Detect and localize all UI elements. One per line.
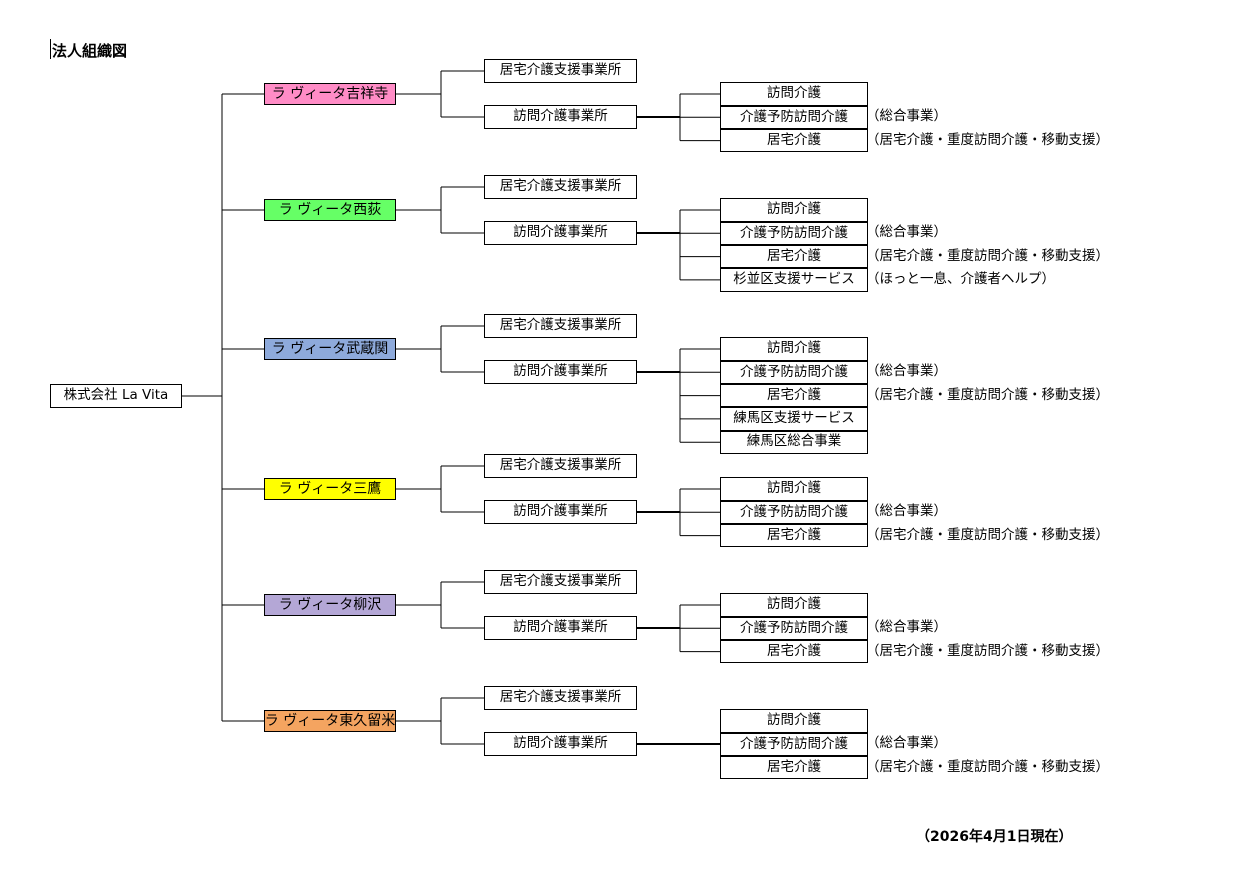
service-note: （居宅介護・重度訪問介護・移動支援） (866, 526, 1109, 543)
service-item: 訪問介護 (720, 709, 868, 733)
service-note: （居宅介護・重度訪問介護・移動支援） (866, 386, 1109, 403)
service-note: （総合事業） (866, 503, 947, 520)
office-kyotaku-support: 居宅介護支援事業所 (484, 686, 637, 710)
service-item: 介護予防訪問介護 (720, 500, 868, 524)
branch-mitaka: ラ ヴィータ三鷹 (264, 478, 396, 500)
office-home-care: 訪問介護事業所 (484, 500, 637, 524)
service-item: 訪問介護 (720, 337, 868, 361)
office-kyotaku-support: 居宅介護支援事業所 (484, 59, 637, 83)
page-title: 法人組織図 (52, 42, 128, 60)
office-kyotaku-support: 居宅介護支援事業所 (484, 175, 637, 199)
service-item: 杉並区支援サービス (720, 268, 868, 292)
service-item: 練馬区支援サービス (720, 407, 868, 431)
branch-yagisawa: ラ ヴィータ柳沢 (264, 594, 396, 616)
service-note: （総合事業） (866, 108, 947, 125)
service-item: 介護予防訪問介護 (720, 221, 868, 245)
branch-nishiogi: ラ ヴィータ西荻 (264, 199, 396, 221)
branch-higashikurume: ラ ヴィータ東久留米 (264, 710, 396, 732)
service-note: （ほっと一息、介護者ヘルプ） (866, 270, 1055, 287)
branch-kichijoji: ラ ヴィータ吉祥寺 (264, 83, 396, 105)
branch-musashiseki: ラ ヴィータ武蔵関 (264, 338, 396, 360)
office-home-care: 訪問介護事業所 (484, 221, 637, 245)
service-item: 訪問介護 (720, 198, 868, 222)
service-item: 居宅介護 (720, 383, 868, 408)
service-note: （総合事業） (866, 619, 947, 636)
service-item: 居宅介護 (720, 128, 868, 153)
service-note: （居宅介護・重度訪問介護・移動支援） (866, 131, 1109, 148)
service-note: （総合事業） (866, 224, 947, 241)
service-item: 練馬区総合事業 (720, 430, 868, 454)
office-home-care: 訪問介護事業所 (484, 105, 637, 129)
service-item: 介護予防訪問介護 (720, 105, 868, 129)
service-item: 居宅介護 (720, 523, 868, 548)
service-note: （居宅介護・重度訪問介護・移動支援） (866, 247, 1109, 264)
service-item: 介護予防訪問介護 (720, 360, 868, 384)
service-note: （総合事業） (866, 363, 947, 380)
service-item: 居宅介護 (720, 244, 868, 269)
service-item: 居宅介護 (720, 755, 868, 780)
service-note: （居宅介護・重度訪問介護・移動支援） (866, 758, 1109, 775)
office-home-care: 訪問介護事業所 (484, 732, 637, 756)
office-home-care: 訪問介護事業所 (484, 616, 637, 640)
title-marker (50, 39, 51, 59)
service-note: （居宅介護・重度訪問介護・移動支援） (866, 642, 1109, 659)
service-item: 介護予防訪問介護 (720, 732, 868, 756)
as-of-date: （2026年4月1日現在） (916, 829, 1073, 845)
root-company: 株式会社 La Vita (50, 384, 182, 408)
service-item: 訪問介護 (720, 82, 868, 106)
office-kyotaku-support: 居宅介護支援事業所 (484, 570, 637, 594)
service-item: 居宅介護 (720, 639, 868, 664)
office-kyotaku-support: 居宅介護支援事業所 (484, 454, 637, 478)
office-home-care: 訪問介護事業所 (484, 360, 637, 384)
service-note: （総合事業） (866, 735, 947, 752)
office-kyotaku-support: 居宅介護支援事業所 (484, 314, 637, 338)
service-item: 訪問介護 (720, 593, 868, 617)
service-item: 訪問介護 (720, 477, 868, 501)
service-item: 介護予防訪問介護 (720, 616, 868, 640)
